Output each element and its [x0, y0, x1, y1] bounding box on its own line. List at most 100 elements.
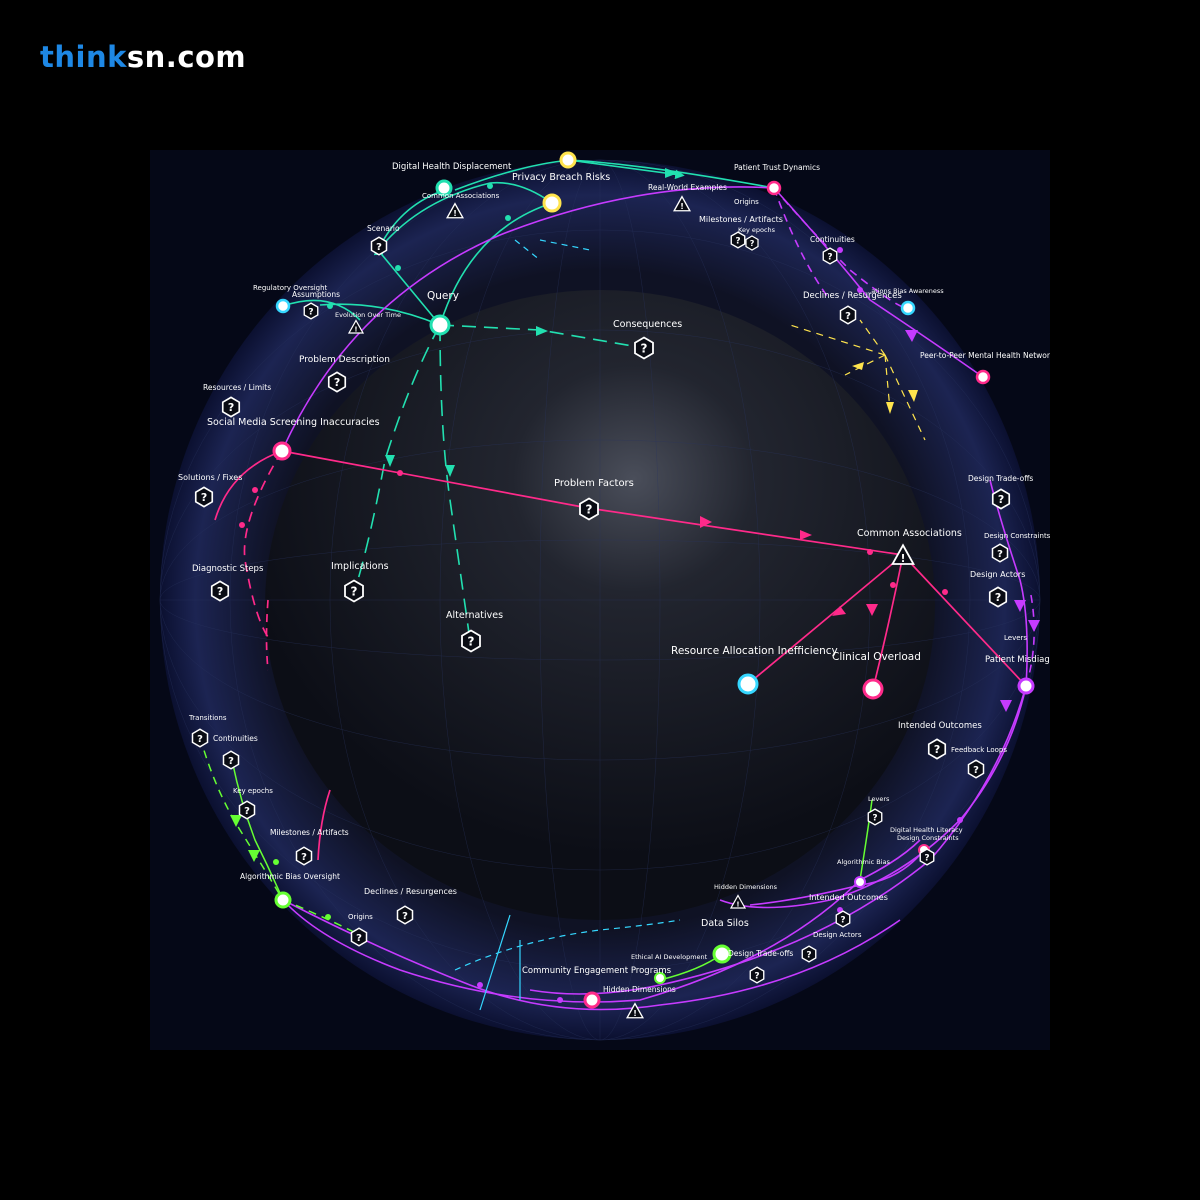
- label-implications: Implications: [331, 561, 389, 572]
- yellow-edges: [789, 319, 926, 441]
- qnode-assumptions[interactable]: [303, 302, 319, 320]
- node-patient-misdiagn[interactable]: [1017, 677, 1035, 695]
- brand-logo[interactable]: thinksn.com: [40, 40, 246, 74]
- node-algorithmic-oversight[interactable]: [274, 891, 292, 909]
- label-continuities-top: Continuities: [810, 235, 855, 244]
- qnode-solutions-fixes[interactable]: [194, 486, 214, 508]
- label-milestones-l: Milestones / Artifacts: [270, 828, 349, 837]
- label-origins-top: Origins: [734, 198, 759, 206]
- label-privacy-breach: Privacy Breach Risks: [512, 172, 610, 183]
- node-labels: Query Consequences Problem Factors Impli…: [178, 162, 1050, 994]
- qnode-declines-top[interactable]: [839, 305, 857, 325]
- label-levers-b: Levers: [868, 795, 890, 803]
- node-community-programs[interactable]: [583, 991, 601, 1009]
- label-ethical-ai: Ethical AI Development: [631, 953, 708, 961]
- label-design-constraints-r: Design Constraints: [984, 532, 1050, 540]
- label-digital-health: Digital Health Displacement: [392, 162, 512, 172]
- qnode-origins-bottom[interactable]: [350, 927, 368, 947]
- label-problem-factors: Problem Factors: [554, 478, 634, 489]
- node-peer-networks[interactable]: [975, 369, 991, 385]
- label-patient-misdiagn: Patient Misdiagn: [985, 655, 1050, 665]
- label-diagnostic-steps: Diagnostic Steps: [192, 564, 264, 574]
- qnode-design-actors-b[interactable]: [801, 945, 817, 963]
- brand-logo-part2: sn.com: [126, 40, 247, 74]
- qnode-key-epochs-l[interactable]: [238, 800, 256, 820]
- node-clinical-overload[interactable]: [862, 678, 884, 700]
- qnode-consequences[interactable]: [634, 336, 654, 360]
- label-design-constraints-b: Design Constraints: [897, 834, 959, 842]
- magenta-arrowheads: [239, 470, 948, 616]
- label-design-tradeoffs-b: Design Trade-offs: [728, 949, 793, 958]
- label-common-associations: Common Associations: [857, 528, 962, 539]
- qnode-problem-factors[interactable]: [579, 497, 599, 521]
- node-digital-health[interactable]: [435, 179, 453, 197]
- qnode-continuities-l[interactable]: [222, 750, 240, 770]
- node-resource-allocation[interactable]: [737, 673, 759, 695]
- label-social-media: Social Media Screening Inaccuracies: [207, 417, 380, 428]
- cyan-edges: [454, 239, 681, 1011]
- node-social-media[interactable]: [272, 441, 292, 461]
- circle-nodes[interactable]: [272, 151, 1035, 1009]
- qnode-key-epochs-top[interactable]: [745, 235, 759, 251]
- knowledge-graph[interactable]: ? !: [150, 150, 1050, 1050]
- label-patient-trust: Patient Trust Dynamics: [734, 163, 820, 172]
- label-common-assoc-top: Common Associations: [422, 192, 500, 200]
- label-problem-description: Problem Description: [299, 355, 390, 365]
- label-origins-bottom: Origins: [348, 913, 373, 921]
- qnode-design-tradeoffs-b[interactable]: [749, 966, 765, 984]
- qnode-alternatives[interactable]: [461, 629, 481, 653]
- label-bias-awareness: ...ations Bias Awareness: [865, 287, 944, 295]
- label-solutions-fixes: Solutions / Fixes: [178, 473, 242, 482]
- qnode-continuities-top[interactable]: [822, 247, 838, 265]
- qnode-design-constraints-r[interactable]: [991, 543, 1009, 563]
- node-query[interactable]: [429, 314, 451, 336]
- qnode-scenario[interactable]: [370, 236, 388, 256]
- qnode-milestones-top[interactable]: [730, 231, 746, 249]
- purple-edges: [281, 186, 1035, 1011]
- label-resources-limits: Resources / Limits: [203, 383, 271, 392]
- qnode-resources-limits[interactable]: [221, 396, 241, 418]
- node-privacy-breach[interactable]: [542, 193, 562, 213]
- label-transitions: Transitions: [188, 714, 227, 722]
- node-algorithmic-bias[interactable]: [854, 876, 866, 888]
- node-ethical-ai[interactable]: [654, 972, 666, 984]
- label-design-actors-r: Design Actors: [970, 570, 1025, 579]
- label-feedback-loops: Feedback Loops: [951, 746, 1007, 754]
- graph-canvas[interactable]: ? !: [150, 150, 1050, 1050]
- qnode-declines-bottom[interactable]: [396, 905, 414, 925]
- label-key-epochs-top: Key epochs: [738, 226, 776, 234]
- qnode-intended-outcomes-r[interactable]: [927, 738, 947, 760]
- label-design-tradeoffs-r: Design Trade-offs: [968, 474, 1033, 483]
- label-assumptions: Assumptions: [292, 290, 340, 299]
- sphere-grid: [159, 159, 1041, 1041]
- qnode-design-actors-r[interactable]: [988, 586, 1008, 608]
- brand-logo-part1: think: [40, 40, 127, 74]
- label-digital-literacy: Digital Health Literacy: [890, 826, 963, 834]
- qnode-intended-outcomes-b[interactable]: [835, 910, 851, 928]
- qnode-levers-b[interactable]: [867, 808, 883, 826]
- qnode-diagnostic-steps[interactable]: [210, 580, 230, 602]
- label-intended-outcomes-b: Intended Outcomes: [809, 893, 888, 902]
- node-bias-awareness[interactable]: [900, 300, 916, 316]
- label-community-programs: Community Engagement Programs: [522, 966, 672, 976]
- qnode-problem-description[interactable]: [327, 371, 347, 393]
- qnode-implications[interactable]: [344, 579, 364, 603]
- label-key-epochs-l: Key epochs: [233, 787, 273, 795]
- node-regulatory-oversight[interactable]: [275, 298, 291, 314]
- qnode-transitions[interactable]: [191, 728, 209, 748]
- label-consequences: Consequences: [613, 319, 682, 330]
- label-resource-allocation: Resource Allocation Inefficiency: [671, 645, 838, 657]
- label-clinical-overload: Clinical Overload: [832, 651, 921, 663]
- label-algorithmic-oversight: Algorithmic Bias Oversight: [240, 872, 340, 881]
- label-data-silos: Data Silos: [701, 918, 749, 929]
- node-patient-trust[interactable]: [766, 180, 782, 196]
- qnode-design-tradeoffs-r[interactable]: [991, 488, 1011, 510]
- green-arrowheads: [230, 815, 331, 920]
- qnode-design-constraints-b[interactable]: [919, 848, 935, 866]
- qnode-feedback-loops[interactable]: [967, 759, 985, 779]
- node-data-silos[interactable]: [712, 944, 732, 964]
- label-algorithmic-bias: Algorithmic Bias: [837, 858, 891, 866]
- node-yellow-top[interactable]: [559, 151, 577, 169]
- qnode-milestones-l[interactable]: [295, 846, 313, 866]
- label-declines-top: Declines / Resurgences: [803, 291, 902, 301]
